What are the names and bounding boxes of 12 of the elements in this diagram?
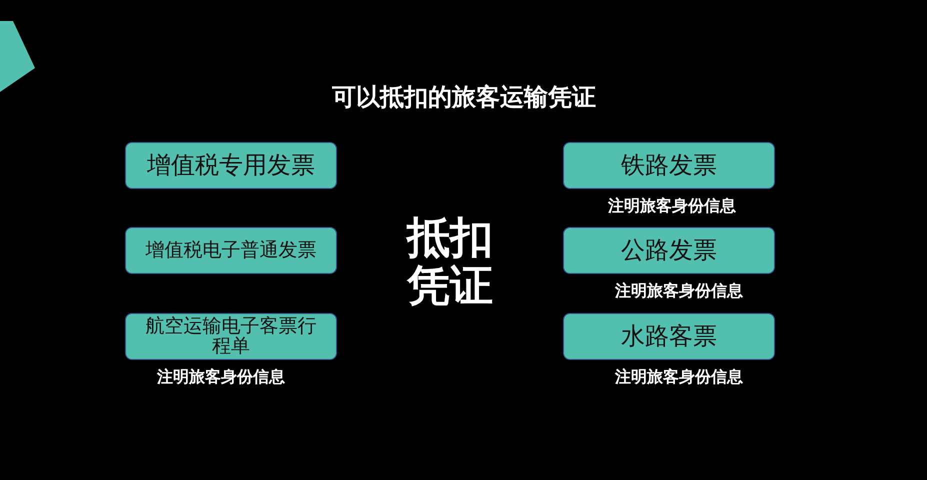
center-heading: 抵扣凭证 <box>404 214 494 310</box>
title: 可以抵扣的旅客运输凭证 <box>332 82 596 112</box>
ticket-type-box: 铁路发票 <box>563 142 775 189</box>
note-text: 注明旅客身份信息 <box>608 196 736 215</box>
ticket-type-box: 增值税电子普通发票 <box>125 227 337 274</box>
ticket-type-box: 水路客票 <box>563 313 775 360</box>
note-text: 注明旅客身份信息 <box>615 281 743 300</box>
note-text: 注明旅客身份信息 <box>615 367 743 386</box>
ticket-type-box: 增值税专用发票 <box>125 142 337 189</box>
note-text: 注明旅客身份信息 <box>157 367 285 386</box>
ticket-type-box: 公路发票 <box>563 227 775 274</box>
ticket-type-box: 航空运输电子客票行程单 <box>125 313 337 360</box>
